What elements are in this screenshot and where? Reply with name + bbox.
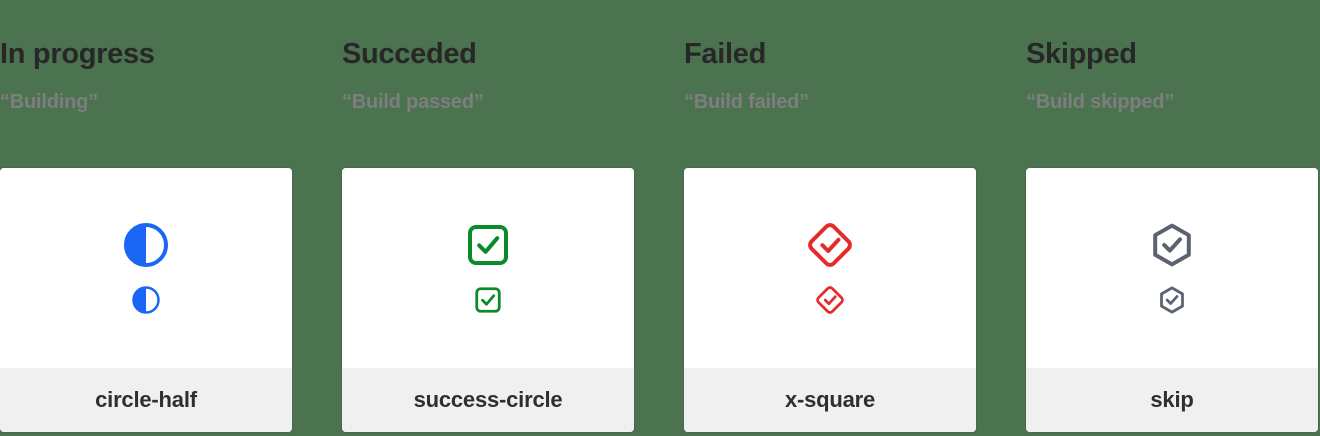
- column-subtitle: “Build skipped”: [1026, 91, 1175, 113]
- icon-preview-area: [1026, 168, 1318, 368]
- column-subtitle: “Building”: [0, 91, 98, 113]
- icon-card[interactable]: success-circle: [342, 168, 634, 432]
- icon-preview-area: [684, 168, 976, 368]
- check-hexagon-icon-small: [1157, 285, 1187, 315]
- icon-card[interactable]: x-square: [684, 168, 976, 432]
- column-title: Failed: [684, 38, 766, 70]
- status-column-skipped: Skipped “Build skipped”: [1026, 0, 1320, 436]
- icon-name-label: x-square: [784, 387, 876, 412]
- icon-preview-area: [0, 168, 292, 368]
- circle-half-icon: [122, 221, 170, 269]
- column-subtitle: “Build passed”: [342, 91, 484, 113]
- icon-name-label: success-circle: [413, 387, 563, 412]
- icon-card-footer: x-square: [684, 368, 976, 432]
- check-hexagon-icon: [1148, 221, 1196, 269]
- column-title: In progress: [0, 38, 155, 70]
- status-column-failed: Failed “Build failed”: [684, 0, 1024, 436]
- circle-half-icon-small: [131, 285, 161, 315]
- column-title: Skipped: [1026, 38, 1137, 70]
- column-subtitle: “Build failed”: [684, 91, 809, 113]
- success-check-square-icon-small: [473, 285, 503, 315]
- icon-card-footer: circle-half: [0, 368, 292, 432]
- column-title: Succeded: [342, 38, 477, 70]
- icon-card[interactable]: skip: [1026, 168, 1318, 432]
- check-diamond-icon: [806, 221, 854, 269]
- icon-card-footer: skip: [1026, 368, 1318, 432]
- icon-name-label: skip: [1150, 387, 1194, 412]
- status-column-in-progress: In progress “Building”: [0, 0, 340, 436]
- icon-card-footer: success-circle: [342, 368, 634, 432]
- icon-name-label: circle-half: [95, 387, 197, 412]
- success-check-square-icon: [464, 221, 512, 269]
- status-column-succeded: Succeded “Build passed”: [342, 0, 682, 436]
- check-diamond-icon-small: [815, 285, 845, 315]
- icon-card[interactable]: circle-half: [0, 168, 292, 432]
- icon-preview-area: [342, 168, 634, 368]
